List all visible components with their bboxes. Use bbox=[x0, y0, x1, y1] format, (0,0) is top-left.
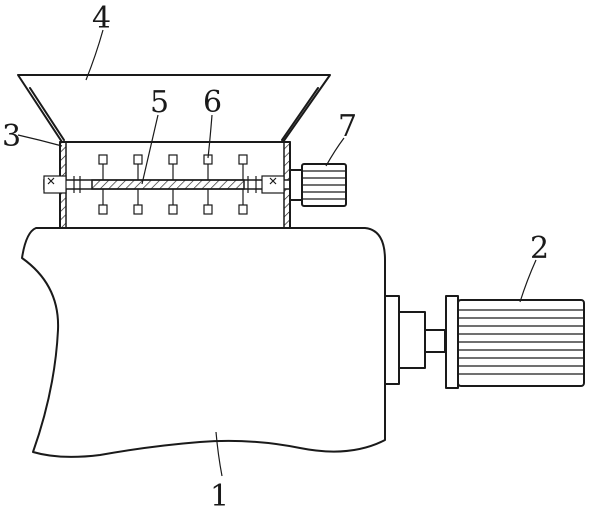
label-crushing-box: 3 bbox=[2, 119, 21, 154]
label-main-body: 1 bbox=[210, 479, 229, 514]
leader-lines bbox=[17, 29, 537, 477]
main-body bbox=[21, 227, 386, 458]
blades bbox=[98, 154, 248, 215]
label-large-motor: 2 bbox=[530, 231, 549, 266]
label-small-motor: 7 bbox=[338, 109, 357, 144]
label-blade: 6 bbox=[203, 85, 222, 120]
coupling bbox=[384, 295, 446, 385]
label-shaft: 5 bbox=[150, 85, 169, 120]
shaft bbox=[43, 175, 295, 194]
large-motor bbox=[445, 295, 585, 389]
hopper bbox=[17, 74, 331, 143]
label-hopper: 4 bbox=[92, 1, 111, 36]
small-motor bbox=[289, 163, 347, 207]
